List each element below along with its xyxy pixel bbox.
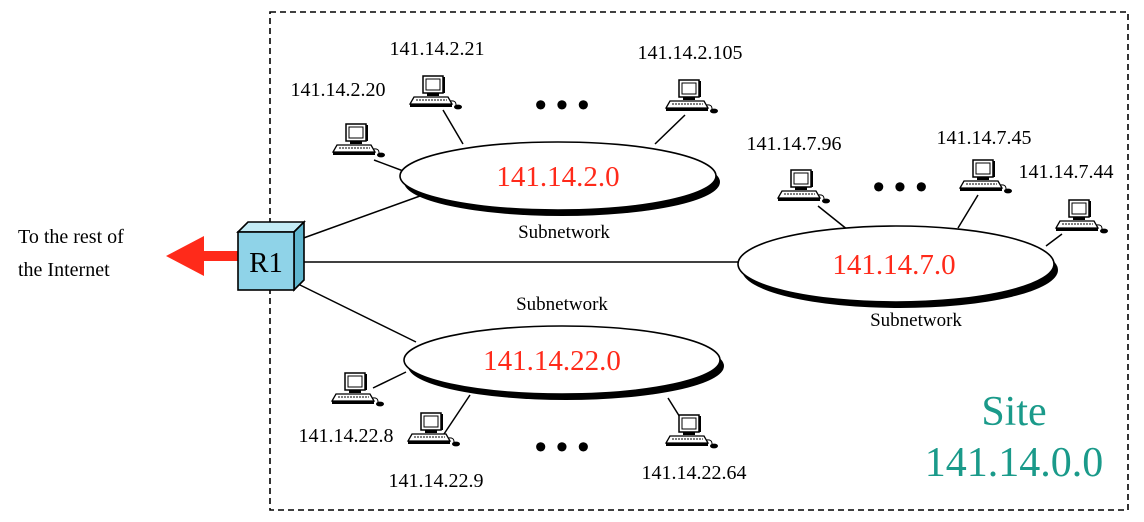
subnet-address: 141.14.7.0	[832, 249, 955, 281]
computer-icon	[665, 414, 719, 450]
computer-icon	[332, 123, 386, 159]
router-box-side	[293, 220, 305, 292]
computer-icon	[665, 79, 719, 115]
router-box-icon	[236, 221, 306, 233]
host-141-14-7-44[interactable]: 141.14.7.44	[1019, 161, 1114, 235]
host-address: 141.14.22.64	[642, 462, 747, 484]
site-address: 141.14.0.0	[925, 440, 1104, 486]
internet-label-line2: the Internet	[18, 259, 110, 281]
link-r1-subnet-2	[297, 195, 421, 241]
internet-label-line1: To the rest of	[18, 226, 124, 248]
computer-icon	[1055, 199, 1109, 235]
host-address: 141.14.7.44	[1019, 161, 1114, 183]
subnet-141-14-22-0: 141.14.22.0 Subnetwork • • •	[403, 294, 724, 466]
subnet-caption: Subnetwork	[516, 294, 608, 315]
subnet-141-14-2-0: 141.14.2.0 Subnetwork • • •	[399, 86, 720, 243]
computer-icon	[777, 169, 831, 205]
host-ellipsis: • • •	[535, 428, 590, 466]
host-141-14-22-64[interactable]: 141.14.22.64	[642, 414, 747, 484]
subnet-caption: Subnetwork	[870, 310, 962, 331]
host-address: 141.14.22.9	[389, 470, 484, 492]
host-141-14-7-96[interactable]: 141.14.7.96	[747, 133, 842, 205]
host-address: 141.14.22.8	[299, 425, 394, 447]
site-title: Site	[981, 389, 1046, 435]
host-141-14-7-45[interactable]: 141.14.7.45	[937, 127, 1032, 195]
host-141-14-2-105[interactable]: 141.14.2.105	[638, 42, 743, 115]
router-label: R1	[249, 247, 283, 279]
host-141-14-22-8[interactable]: 141.14.22.8	[299, 372, 394, 447]
host-141-14-2-21[interactable]: 141.14.2.21	[390, 38, 485, 111]
host-address: 141.14.2.21	[390, 38, 485, 60]
link-r1-subnet-22	[297, 283, 417, 343]
computer-icon	[409, 75, 463, 111]
host-address: 141.14.7.96	[747, 133, 842, 155]
subnet-141-14-7-0: 141.14.7.0 Subnetwork • • •	[737, 168, 1058, 331]
computer-icon	[959, 159, 1013, 195]
host-141-14-22-9[interactable]: 141.14.22.9	[389, 412, 484, 492]
router-box-front	[237, 231, 295, 291]
host-address: 141.14.2.20	[291, 79, 386, 101]
subnet-caption: Subnetwork	[518, 222, 610, 243]
router-r1[interactable]: R1	[236, 220, 306, 292]
subnet-address: 141.14.2.0	[496, 161, 619, 193]
internet-arrow	[166, 236, 242, 276]
computer-icon	[407, 412, 461, 448]
host-address: 141.14.2.105	[638, 42, 743, 64]
host-address: 141.14.7.45	[937, 127, 1032, 149]
host-141-14-2-20[interactable]: 141.14.2.20	[291, 79, 386, 159]
subnet-address: 141.14.22.0	[483, 345, 621, 377]
host-ellipsis: • • •	[873, 168, 928, 206]
computer-icon	[331, 372, 385, 408]
host-ellipsis: • • •	[535, 86, 590, 124]
